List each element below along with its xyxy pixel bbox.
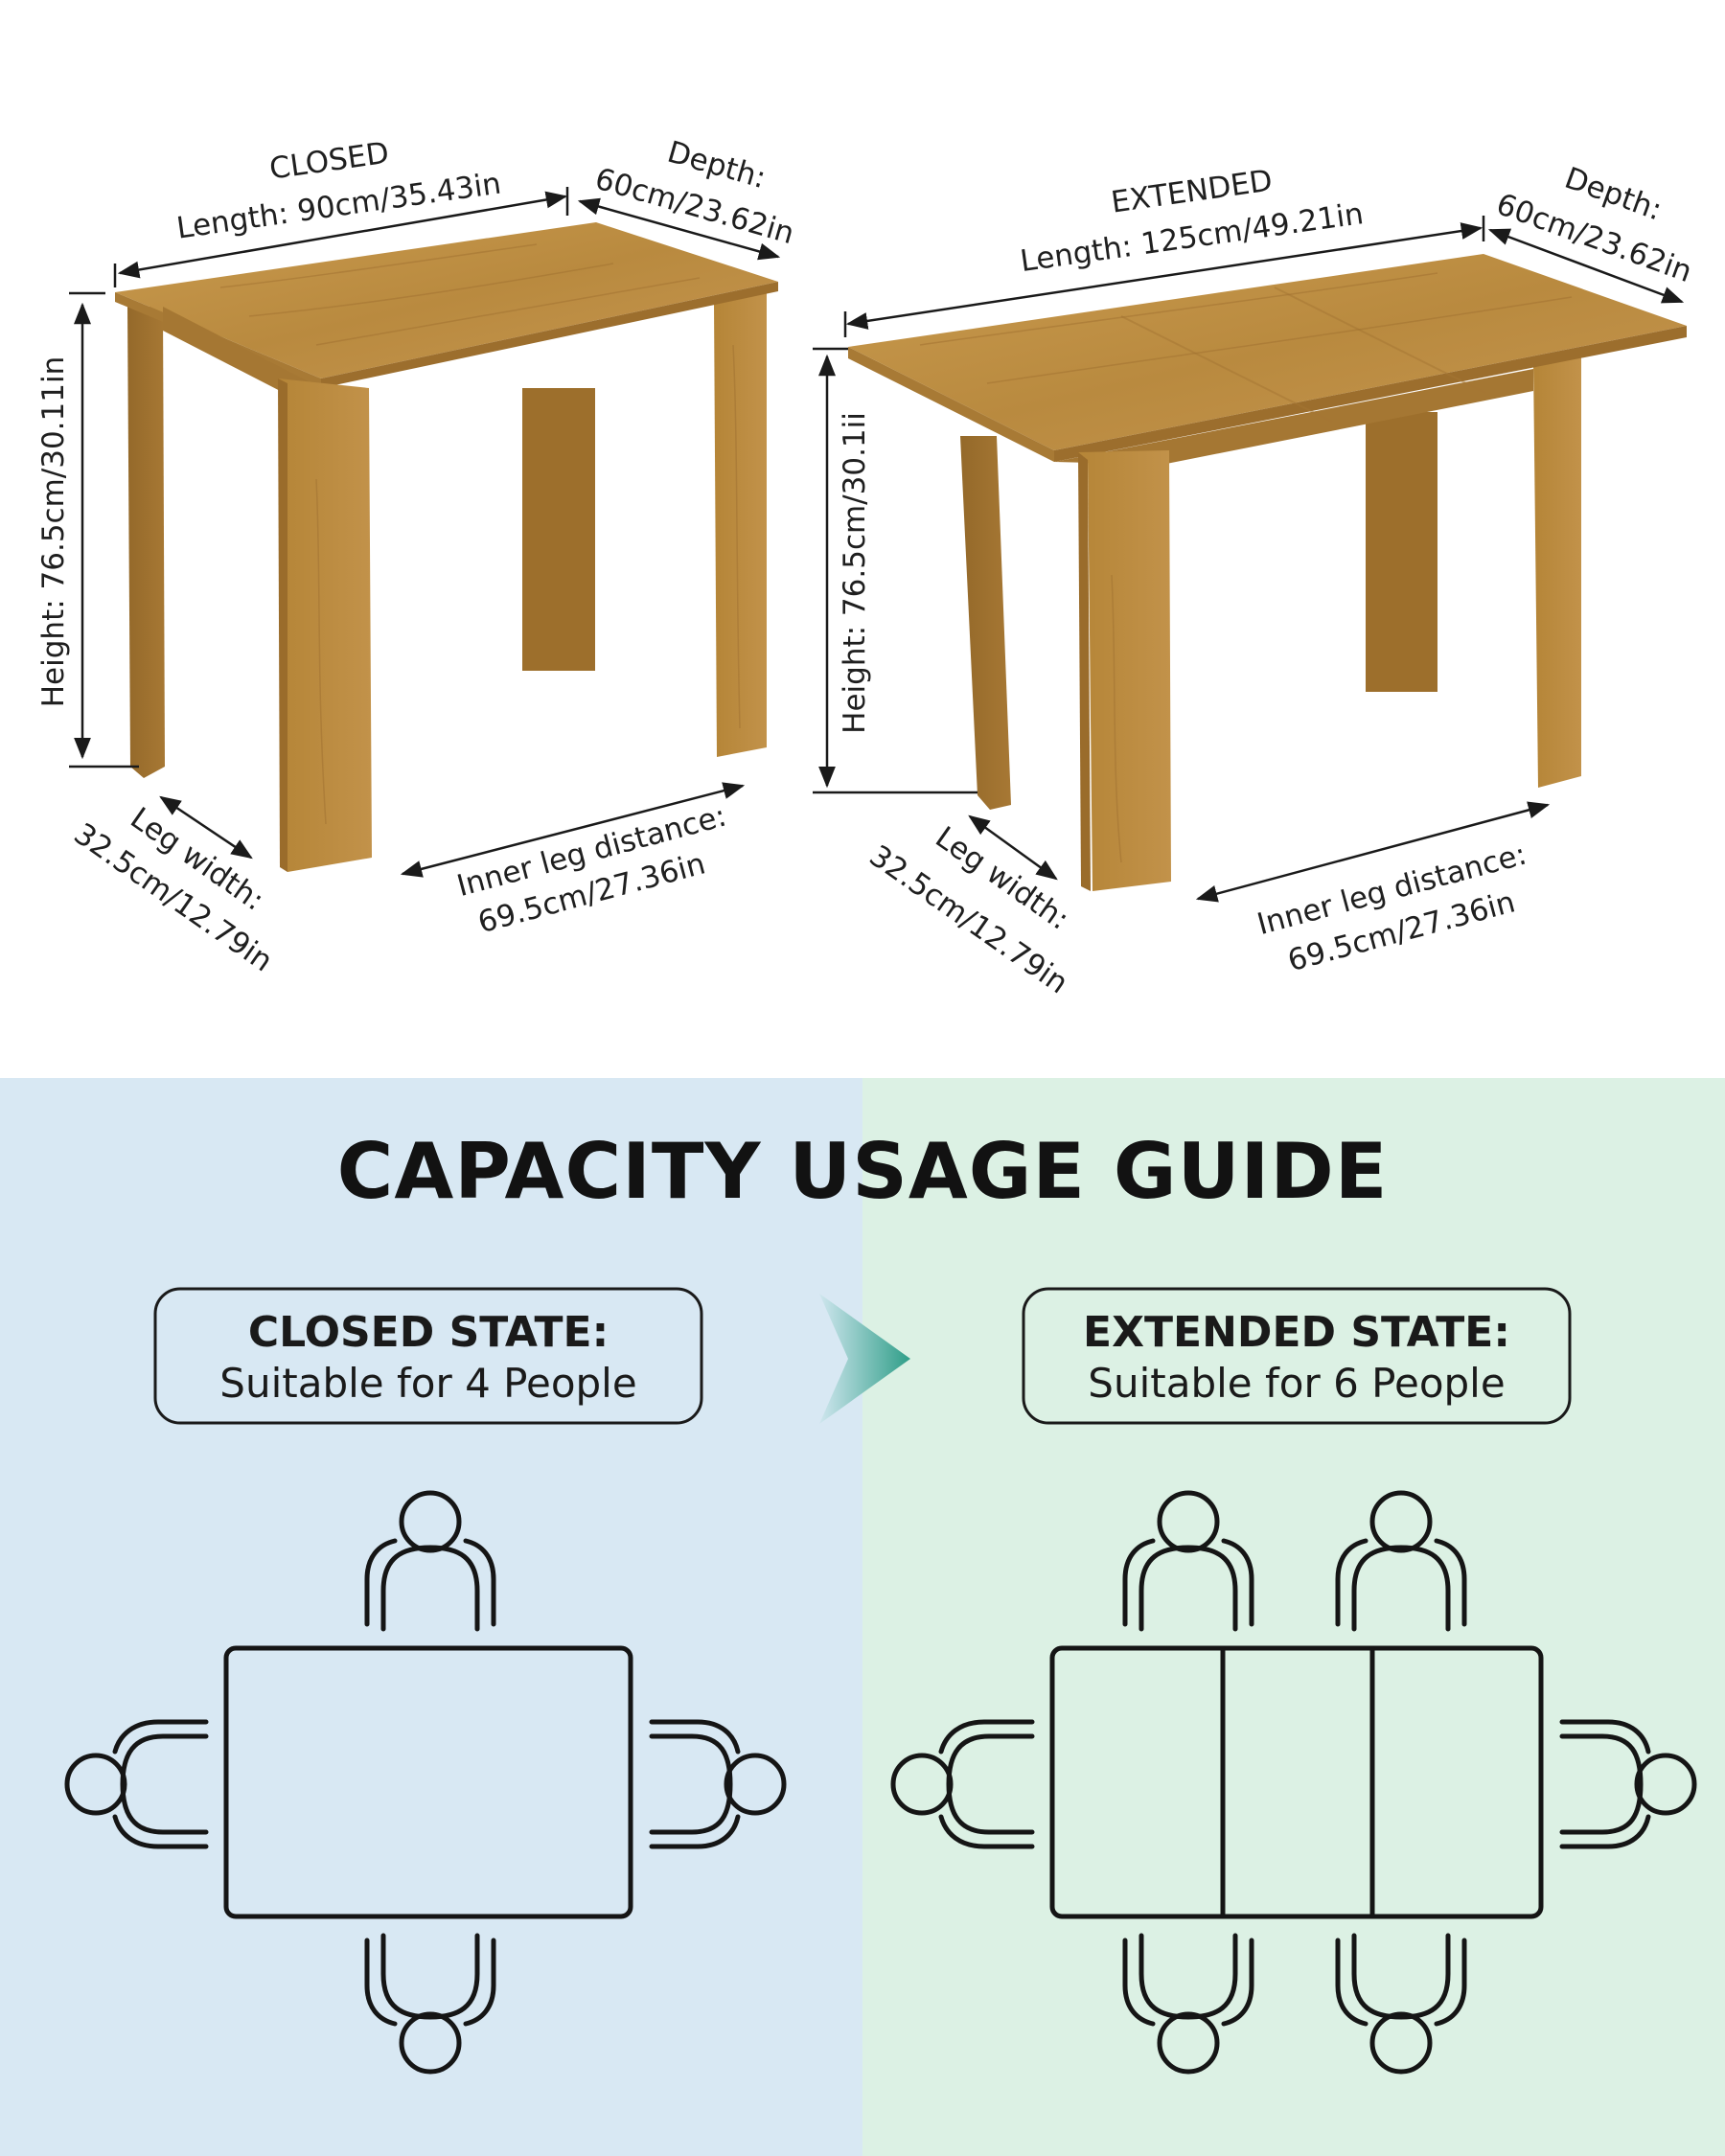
closed-leg-front (278, 378, 372, 872)
closed-leg-back-left (127, 307, 165, 778)
chevron-right-icon (819, 1294, 910, 1424)
extended-state-title: EXTENDED STATE: (1083, 1308, 1510, 1357)
extended-leg-back-center (1366, 412, 1438, 692)
extended-table-illustration (848, 254, 1687, 891)
extended-panel-bg (862, 1078, 1725, 2156)
extended-state-description: Suitable for 6 People (1088, 1360, 1505, 1407)
extended-leg-arrow (968, 814, 1058, 881)
closed-table-icon (223, 1645, 633, 1919)
extended-leg-right (1533, 356, 1581, 788)
closed-height-label: Height: 76.5cm/30.11in (36, 356, 71, 708)
person-icon (64, 1719, 209, 1849)
extended-inner-arrow (1195, 801, 1551, 903)
closed-table-illustration (115, 222, 778, 872)
extended-height-label: Height: 76.5cm/30.1ii (838, 412, 872, 734)
closed-state-description: Suitable for 4 People (219, 1360, 636, 1407)
closed-depth-arrow (577, 197, 781, 261)
extended-leg-front (1078, 450, 1171, 891)
person-icon (364, 1490, 496, 1632)
closed-panel-bg (0, 1078, 862, 2156)
closed-leg-arrow (159, 795, 253, 860)
closed-leg-back-center (522, 388, 595, 671)
extended-depth-arrow (1487, 228, 1685, 304)
person-icon (1122, 1490, 1254, 1632)
person-icon (649, 1719, 787, 1849)
extended-length-arrow (845, 222, 1484, 330)
extended-seating-diagram (890, 1490, 1697, 2075)
extended-table-icon (1049, 1645, 1544, 1919)
extended-leg-back-left (960, 436, 1011, 810)
closed-length-label: Length: 90cm/35.43in (174, 167, 503, 246)
person-icon (1335, 1933, 1467, 2075)
guide-title: CAPACITY USAGE GUIDE (337, 1127, 1389, 1216)
person-icon (1122, 1933, 1254, 2075)
closed-state-title: CLOSED STATE: (248, 1308, 609, 1357)
person-icon (1335, 1490, 1467, 1632)
closed-heading: CLOSED (267, 136, 391, 187)
person-icon (1559, 1719, 1697, 1849)
closed-state-box (153, 1287, 703, 1425)
closed-length-arrow (117, 191, 568, 279)
closed-tabletop (115, 222, 778, 378)
closed-seating-diagram (64, 1490, 787, 2075)
extended-state-box (1022, 1287, 1572, 1425)
person-icon (890, 1719, 1035, 1849)
closed-leg-right (714, 287, 767, 757)
closed-inner-arrow (400, 782, 746, 878)
person-icon (364, 1933, 496, 2075)
